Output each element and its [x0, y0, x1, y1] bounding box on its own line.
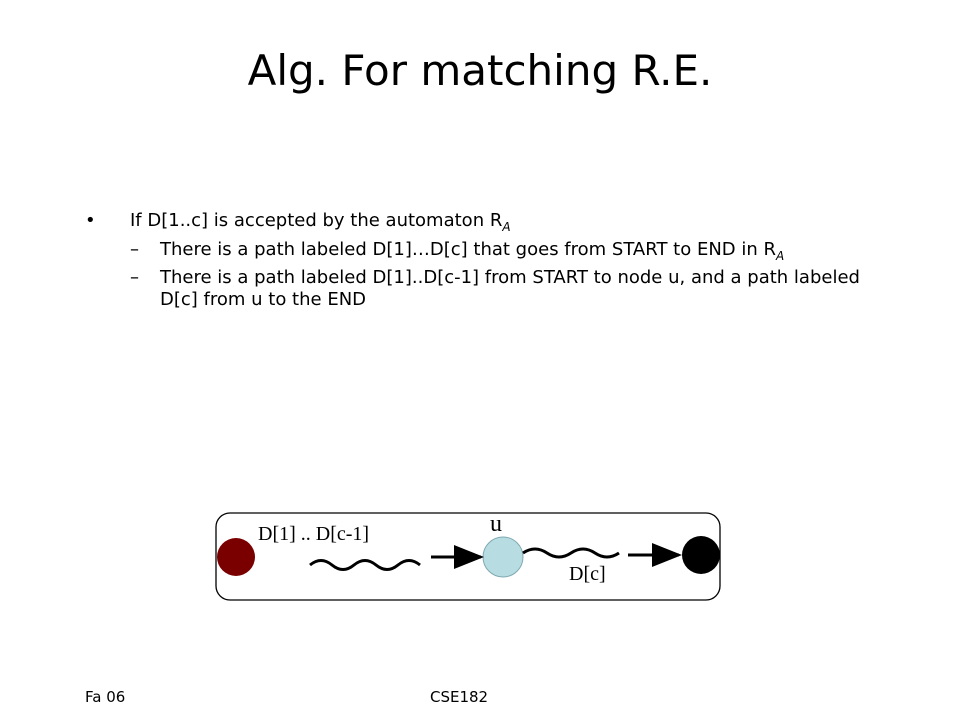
bullet-text: If D[1..c] is accepted by the automaton …	[130, 210, 503, 231]
bullet-mark: •	[85, 210, 96, 231]
dash-mark: –	[130, 239, 139, 260]
bullet-list: • If D[1..c] is accepted by the automato…	[85, 210, 865, 316]
automaton-frame	[215, 512, 721, 601]
node-label-u: u	[490, 511, 502, 537]
subscript: A	[776, 249, 785, 263]
path-label-last: D[c]	[569, 563, 606, 585]
start-node	[217, 538, 255, 576]
end-node	[682, 536, 720, 574]
subscript: A	[502, 220, 511, 234]
footer-left: Fa 06	[85, 688, 126, 706]
sub-bullet-text: There is a path labeled D[1]…D[c] that g…	[160, 239, 777, 260]
footer-center: CSE182	[430, 688, 489, 706]
node-u	[482, 536, 524, 578]
sub-bullet-text: There is a path labeled D[1]..D[c-1] fro…	[160, 267, 860, 310]
dash-mark: –	[130, 267, 139, 288]
slide-title: Alg. For matching R.E.	[247, 46, 713, 95]
sub-bullet-item: – There is a path labeled D[1]..D[c-1] f…	[85, 267, 865, 311]
squiggle-path-last	[522, 547, 620, 559]
sub-bullet-item: – There is a path labeled D[1]…D[c] that…	[85, 239, 865, 263]
path-label-prefix: D[1] .. D[c-1]	[258, 523, 369, 545]
squiggle-path-prefix	[309, 559, 421, 571]
bullet-item: • If D[1..c] is accepted by the automato…	[85, 210, 865, 234]
